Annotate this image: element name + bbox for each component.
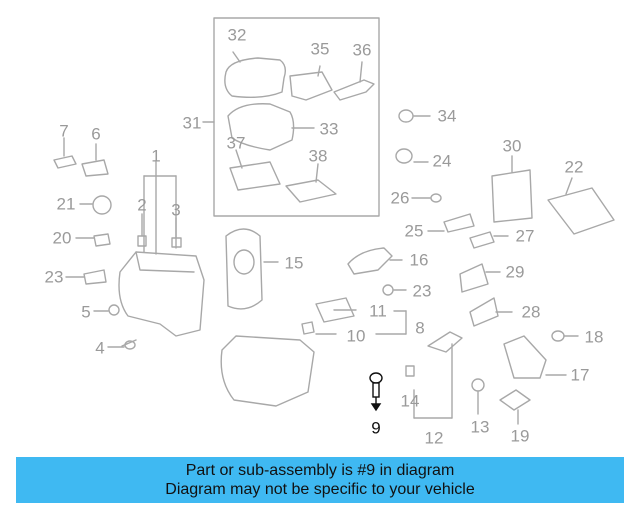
- callout-label: 32: [227, 25, 247, 45]
- callout-label: 10: [346, 326, 366, 346]
- parts-diagram-artwork: [53, 17, 615, 425]
- console-body-part: [118, 251, 205, 337]
- callout-label: 3: [171, 200, 181, 220]
- callout-label: 18: [584, 327, 604, 347]
- callout-label: 23: [412, 281, 432, 301]
- callout-label-highlighted: 9: [371, 418, 381, 438]
- callout-label: 33: [319, 119, 339, 139]
- caption-line-part-number: Part or sub-assembly is #9 in diagram: [185, 462, 455, 479]
- caption-banner: Part or sub-assembly is #9 in diagram Di…: [16, 457, 624, 503]
- callout-label: 22: [564, 157, 584, 177]
- callout-label: 27: [515, 226, 535, 246]
- callout-label: 21: [56, 194, 76, 214]
- armrest-lid-part: [224, 57, 287, 99]
- lower-console-part: [220, 335, 315, 407]
- part-9-highlight: [369, 372, 383, 412]
- callout-label: 8: [415, 318, 425, 338]
- armrest-group-box: [213, 17, 380, 217]
- callout-label: 12: [424, 428, 444, 448]
- callout-label: 11: [369, 301, 387, 321]
- part-36: [333, 79, 375, 101]
- callout-label: 23: [44, 267, 64, 287]
- callout-label: 7: [59, 121, 69, 141]
- callout-label: 31: [182, 113, 202, 133]
- callout-label: 5: [81, 302, 91, 322]
- callout-label: 19: [510, 426, 530, 446]
- callout-label: 6: [91, 124, 101, 144]
- parts-diagram: 1 2 3 4 5 6 7 8 9 10 11 12 13 14 15 16 1…: [44, 17, 615, 448]
- callout-label: 4: [95, 338, 105, 358]
- part-15: [225, 228, 263, 310]
- part-37: [229, 161, 281, 191]
- callout-label: 26: [390, 188, 410, 208]
- callout-label: 17: [570, 365, 590, 385]
- callout-label: 24: [432, 151, 452, 171]
- callout-label: 16: [409, 250, 429, 270]
- callout-label: 37: [226, 133, 246, 153]
- callout-label: 20: [52, 228, 72, 248]
- callout-label: 28: [521, 302, 541, 322]
- callout-label: 2: [137, 195, 147, 215]
- part-33: [227, 103, 295, 151]
- caption-line-disclaimer: Diagram may not be specific to your vehi…: [165, 481, 475, 498]
- callout-label: 13: [470, 417, 490, 437]
- part-35: [289, 71, 333, 101]
- callout-label: 14: [400, 391, 420, 411]
- callout-label: 36: [352, 40, 372, 60]
- part-38: [285, 179, 337, 203]
- callout-label: 38: [308, 146, 328, 166]
- callout-label: 29: [505, 262, 525, 282]
- callout-label: 15: [284, 253, 304, 273]
- callout-label: 30: [502, 136, 522, 156]
- callout-label: 34: [437, 106, 457, 126]
- callout-label: 35: [310, 39, 330, 59]
- callout-label: 1: [151, 146, 161, 166]
- callout-label: 25: [404, 221, 424, 241]
